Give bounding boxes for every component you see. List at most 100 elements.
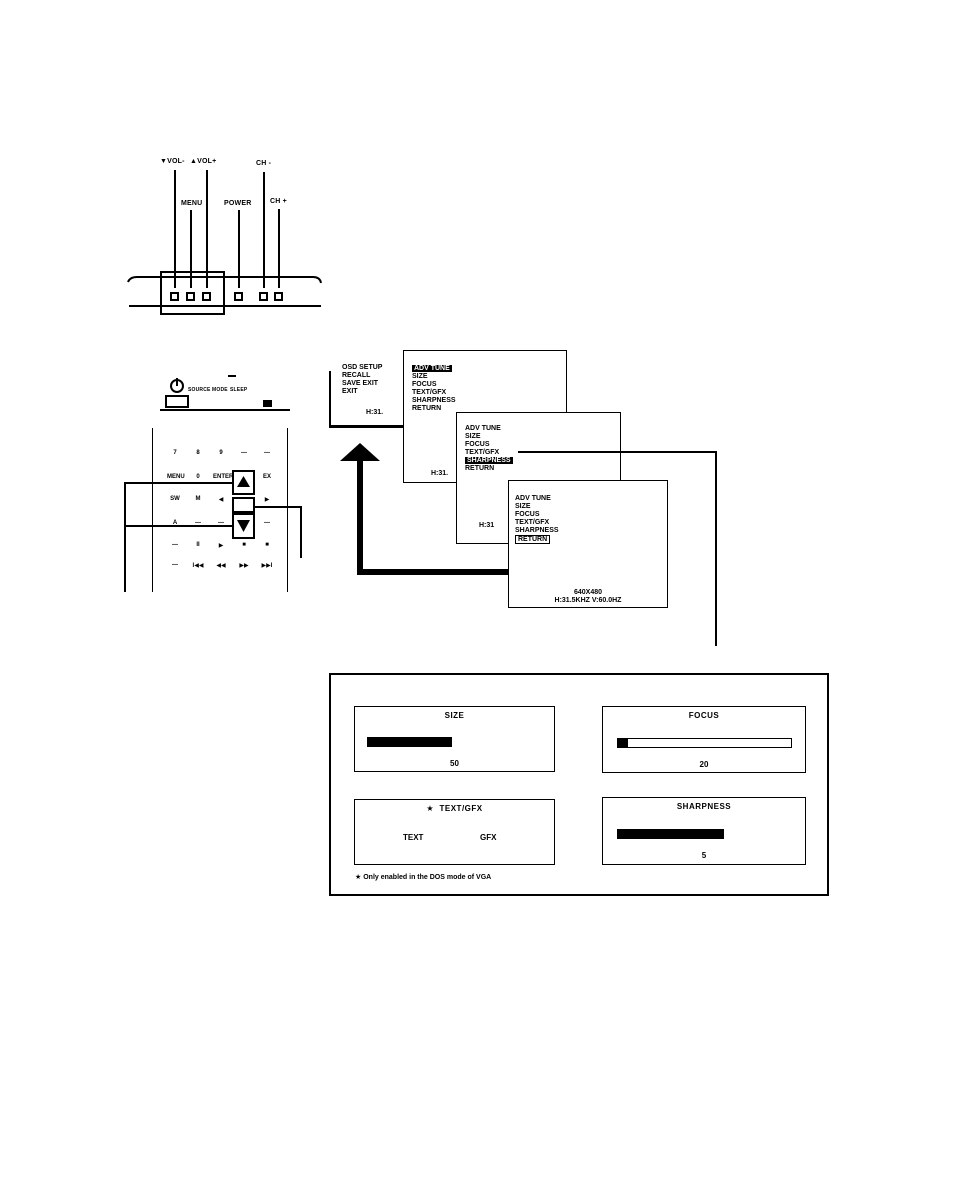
key-dash[interactable]: —	[264, 520, 270, 526]
menu-item-return[interactable]: RETURN	[412, 405, 442, 412]
leader-line	[190, 210, 192, 288]
size-title: SIZE	[444, 711, 465, 720]
menu-item-exit[interactable]: EXIT	[342, 388, 358, 395]
key-stop[interactable]: ■	[242, 542, 246, 548]
menu-item-text-gfx[interactable]: TEXT/GFX	[465, 449, 500, 456]
remote-label-source: SOURCE	[188, 387, 211, 393]
key-dash[interactable]: —	[241, 450, 247, 456]
sharpness-title: SHARPNESS	[676, 802, 732, 811]
key-enter[interactable]: ENTER	[213, 474, 234, 480]
connector-line	[715, 451, 717, 646]
menu-item-focus[interactable]: FOCUS	[515, 511, 540, 518]
option-gfx[interactable]: GFX	[480, 833, 497, 842]
key-dash[interactable]: —	[172, 562, 178, 568]
size-slider-fill	[367, 737, 452, 747]
leader-line	[263, 172, 265, 288]
leader-line	[278, 209, 280, 288]
key-7[interactable]: 7	[173, 450, 177, 456]
callout-line	[300, 506, 302, 558]
key-0[interactable]: 0	[196, 474, 200, 480]
menu-item-sharpness[interactable]: SHARPNESS	[465, 457, 513, 464]
remote-center-key[interactable]	[232, 497, 255, 513]
remote-label-mode: MODE	[212, 387, 228, 393]
key-dash[interactable]: —	[172, 542, 178, 548]
leader-line	[206, 170, 208, 288]
front-panel-outline	[127, 271, 322, 315]
key-dash[interactable]: —	[195, 520, 201, 526]
sharpness-slider-fill	[617, 829, 724, 839]
menu-item-adv-tune[interactable]: ADV TUNE	[465, 425, 501, 432]
menu-item-sharpness[interactable]: SHARPNESS	[515, 527, 559, 534]
callout-line	[124, 525, 232, 527]
key-pause[interactable]: II	[196, 542, 200, 548]
focus-slider[interactable]	[617, 738, 792, 748]
menu-item-adv-tune[interactable]: ADV TUNE	[515, 495, 551, 502]
key-play[interactable]: ▶	[218, 543, 224, 549]
menu-item-osd-setup[interactable]: OSD SETUP	[342, 364, 383, 371]
adv-tune-menu-3: ADV TUNE SIZE FOCUS TEXT/GFX SHARPNESS R…	[508, 480, 668, 608]
key-forward[interactable]: ▶▶	[239, 563, 249, 569]
key-8[interactable]: 8	[196, 450, 200, 456]
key-right[interactable]: ▶	[264, 497, 270, 503]
remote-label-sleep: SLEEP	[230, 387, 248, 393]
key-prev[interactable]: I◀◀	[192, 563, 204, 569]
label-menu: MENU	[181, 200, 203, 207]
star-icon: ★	[355, 874, 362, 881]
text-gfx-title: TEXT/GFX	[439, 804, 483, 813]
menu-item-sharpness[interactable]: SHARPNESS	[412, 397, 456, 404]
text-gfx-panel: ★ TEXT/GFX TEXT GFX	[354, 799, 555, 865]
menu-item-focus[interactable]: FOCUS	[465, 441, 490, 448]
key-rewind[interactable]: ◀◀	[216, 563, 226, 569]
menu-button[interactable]	[186, 292, 195, 301]
remote-top	[160, 375, 290, 411]
sharpness-slider[interactable]	[617, 829, 789, 839]
menu-item-adv-tune[interactable]: ADV TUNE	[412, 365, 452, 372]
menu-item-recall[interactable]: RECALL	[342, 372, 371, 379]
menu-item-size[interactable]: SIZE	[412, 373, 428, 380]
key-stop[interactable]: ■	[265, 542, 269, 548]
menu-footer: H:31	[479, 522, 495, 529]
adjustment-panels: SIZE 50 FOCUS 20 ★ TEXT/GFX TEXT GFX SHA…	[329, 673, 829, 896]
key-left[interactable]: ◀	[218, 497, 224, 503]
text-gfx-title-row: ★ TEXT/GFX	[355, 804, 554, 813]
star-icon: ★	[426, 804, 435, 813]
power-button[interactable]	[234, 292, 243, 301]
remote-edge	[152, 428, 153, 592]
menu-item-size[interactable]: SIZE	[515, 503, 531, 510]
remote-down-key[interactable]	[232, 513, 255, 539]
key-menu[interactable]: MENU	[167, 474, 185, 480]
menu-item-save-exit[interactable]: SAVE EXIT	[342, 380, 379, 387]
menu-item-size[interactable]: SIZE	[465, 433, 481, 440]
key-dash[interactable]: —	[218, 520, 224, 526]
key-9[interactable]: 9	[219, 450, 223, 456]
arrow-down-icon	[237, 520, 250, 532]
footnote: ★ Only enabled in the DOS mode of VGA	[355, 873, 491, 881]
key-dash[interactable]: —	[264, 450, 270, 456]
sharpness-panel: SHARPNESS 5	[602, 797, 806, 865]
key-m[interactable]: M	[195, 496, 201, 502]
menu-item-focus[interactable]: FOCUS	[412, 381, 437, 388]
label-ch-down: CH -	[256, 160, 272, 167]
size-slider[interactable]	[367, 737, 547, 747]
key-next[interactable]: ▶▶I	[261, 563, 273, 569]
ch-down-button[interactable]	[259, 292, 268, 301]
connector-line	[329, 371, 331, 427]
key-sw[interactable]: SW	[170, 496, 180, 502]
remote-up-key[interactable]	[232, 470, 255, 495]
key-ex[interactable]: EX	[262, 474, 271, 480]
vol-down-button[interactable]	[170, 292, 179, 301]
resolution-text: 640X480	[573, 589, 603, 596]
key-a[interactable]: A	[172, 520, 178, 526]
callout-line	[124, 482, 126, 592]
option-text[interactable]: TEXT	[403, 833, 424, 842]
leader-line	[238, 210, 240, 288]
menu-item-text-gfx[interactable]: TEXT/GFX	[412, 389, 447, 396]
ch-up-button[interactable]	[274, 292, 283, 301]
vol-up-button[interactable]	[202, 292, 211, 301]
menu-item-return[interactable]: RETURN	[515, 535, 551, 544]
frequency-text: H:31.5KHZ V:60.0HZ	[554, 597, 622, 604]
menu-item-text-gfx[interactable]: TEXT/GFX	[515, 519, 550, 526]
menu-item-return[interactable]: RETURN	[465, 465, 495, 472]
label-ch-up: CH +	[270, 198, 287, 205]
focus-value: 20	[699, 760, 709, 769]
